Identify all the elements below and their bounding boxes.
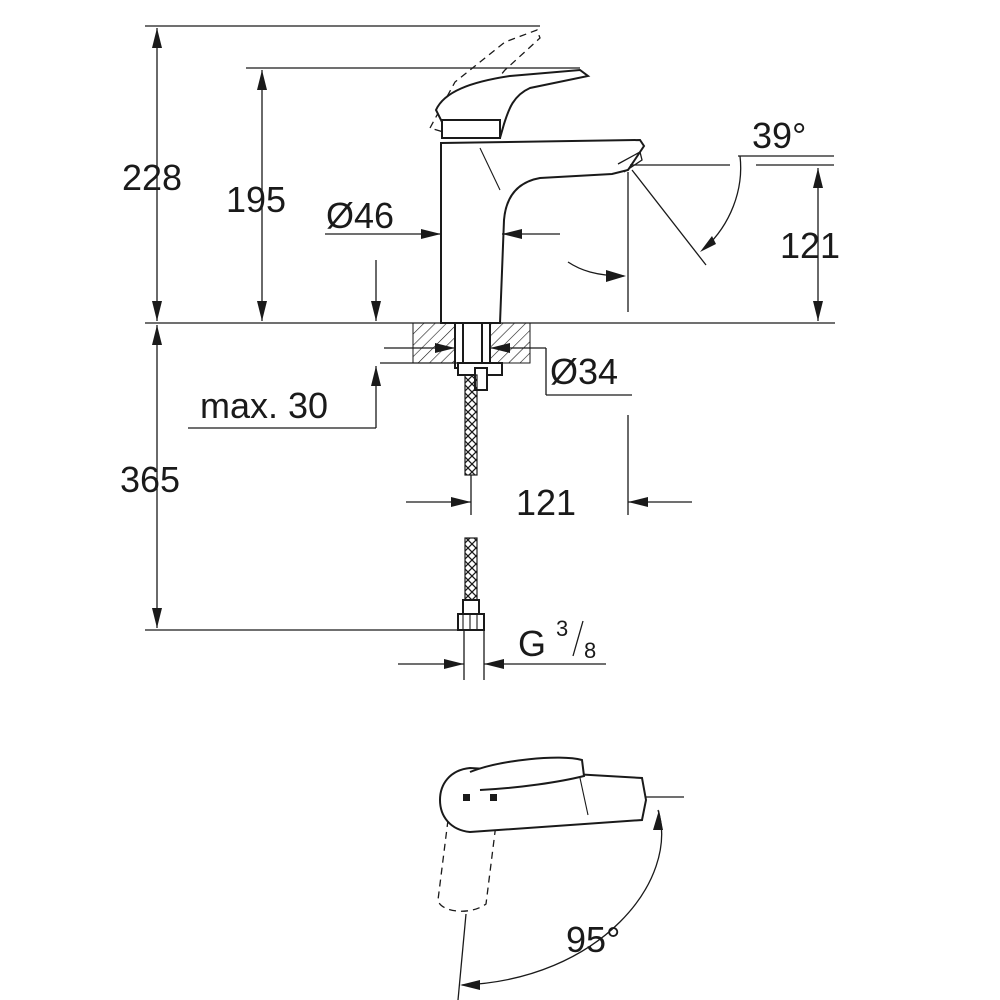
dim-lever-angle: 39°: [630, 115, 834, 266]
dim-thread-diameter: Ø34: [384, 343, 632, 396]
dim-body-diameter-label: Ø46: [326, 195, 394, 236]
dim-spout-reach-label: 121: [516, 482, 576, 523]
hot-indicator: [463, 794, 470, 801]
dim-body-diameter: Ø46: [325, 195, 560, 239]
dim-hose-length: 365: [120, 325, 464, 631]
dim-connection-thread-label: G: [518, 623, 546, 664]
aerator: [617, 151, 643, 173]
dim-connection-thread-numerator: 3: [556, 616, 568, 641]
dim-spout-reach: 121: [406, 415, 692, 523]
top-lever-edge: [579, 777, 589, 816]
braided-hose-lower: [464, 537, 478, 609]
dim-hose-length-label: 365: [120, 459, 180, 500]
dim-connection-thread: G 3 8: [398, 616, 606, 669]
faucet-top-view: [437, 756, 684, 1000]
spout-inner-line: [479, 147, 501, 191]
dim-outlet-height: 121: [756, 164, 840, 321]
dim-lever-swing-angle-label: 95°: [566, 919, 620, 960]
faucet-side-view: [429, 29, 646, 324]
faucet-body: [440, 138, 646, 324]
swing-axis-line: [457, 913, 467, 1000]
dim-overall-height: 228: [122, 25, 540, 321]
mounting-stud-right: [481, 322, 491, 369]
dim-spout-height: 195: [226, 67, 580, 321]
mounting-stud-left: [454, 322, 464, 369]
dim-spout-height-label: 195: [226, 179, 286, 220]
dim-thread-diameter-label: Ø34: [550, 351, 618, 392]
deck-section: [412, 322, 531, 391]
dim-max-deck-thickness: max. 30: [188, 260, 465, 429]
dim-overall-height-label: 228: [122, 157, 182, 198]
dim-max-deck-thickness-label: max. 30: [200, 385, 328, 426]
dim-outlet-height-label: 121: [780, 225, 840, 266]
dim-lever-angle-label: 39°: [752, 115, 806, 156]
fraction-slash: [572, 620, 584, 657]
cartridge-cap: [441, 119, 501, 139]
hose-connector: [457, 599, 485, 680]
lever-swung-ghost: [437, 819, 497, 912]
dim-lever-swing-angle: 95°: [460, 809, 663, 990]
deck-left: [412, 322, 456, 364]
braided-hose-upper: [464, 374, 478, 476]
top-lever: [469, 756, 586, 791]
cold-indicator: [490, 794, 497, 801]
spout-rotation-arrow: [567, 261, 626, 282]
dim-connection-thread-denominator: 8: [584, 638, 596, 663]
